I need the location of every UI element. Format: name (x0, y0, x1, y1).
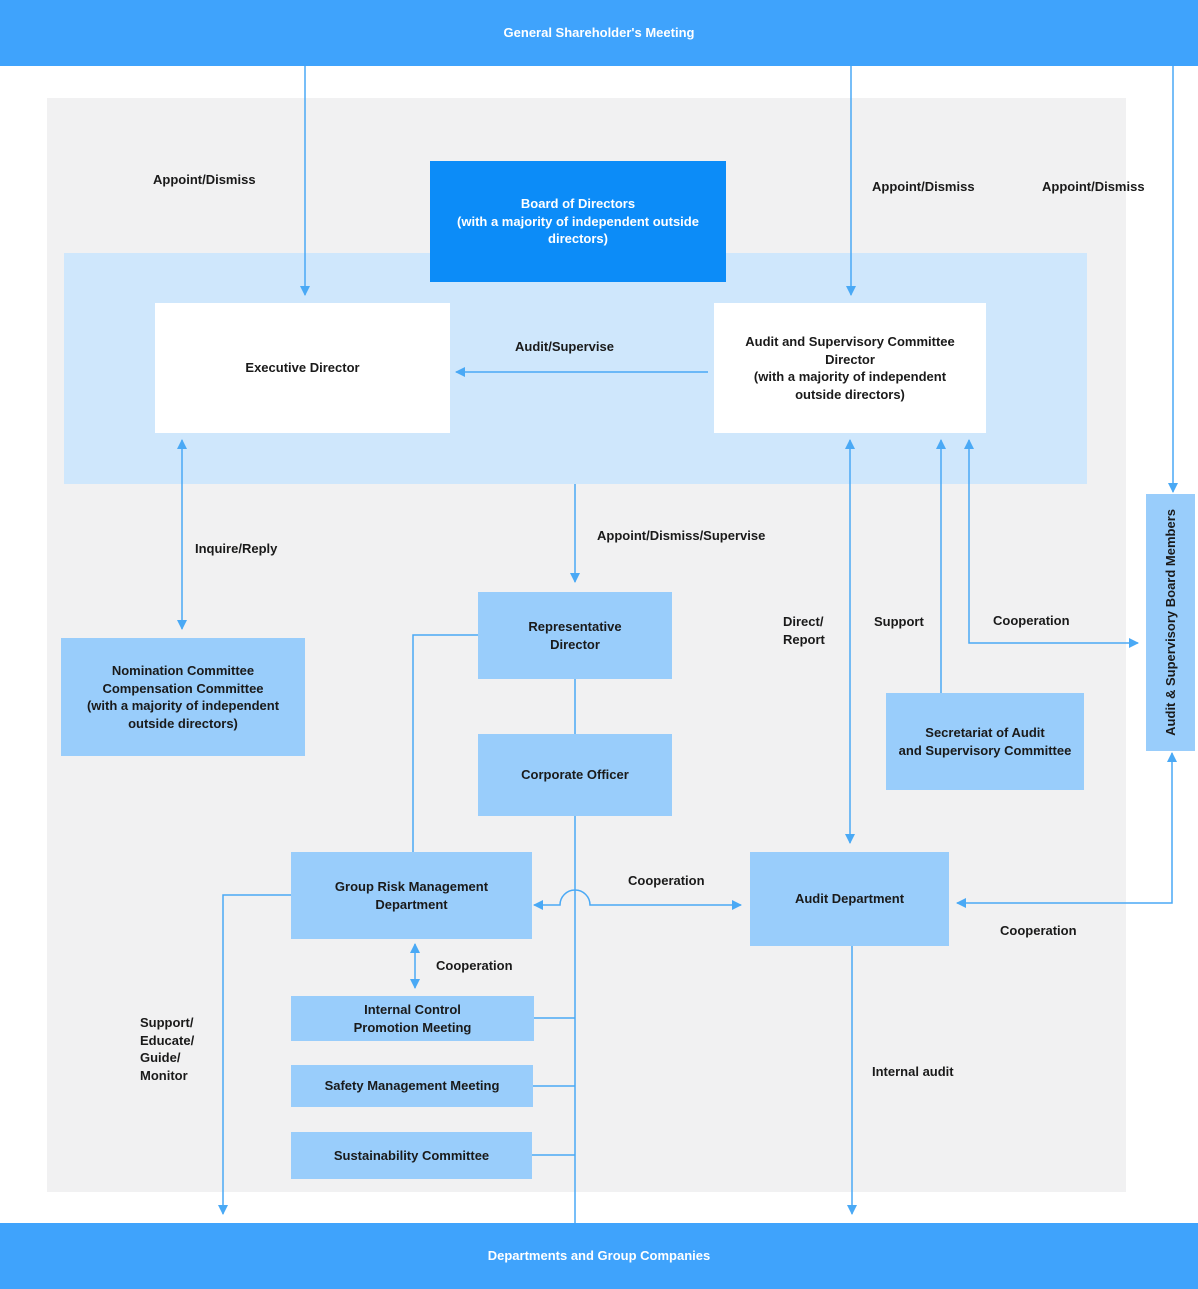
arrow-support-educate (218, 894, 291, 1215)
label-cooperation-audit-asb: Cooperation (1000, 923, 1077, 938)
corporate-officer: Corporate Officer (478, 734, 672, 816)
line-rep-to-group-risk (412, 634, 478, 852)
label-audit-supervise: Audit/Supervise (515, 339, 614, 354)
shareholders-meeting-banner: General Shareholder's Meeting (0, 0, 1198, 66)
arrow-cooperation-risk-audit (533, 889, 742, 910)
label-appoint-dismiss-mid: Appoint/Dismiss (872, 179, 975, 194)
label-cooperation-asb: Cooperation (993, 613, 1070, 628)
arrow-cooperation-asb (964, 439, 1139, 648)
asb-members-box: Audit & Supervisory Board Members (1146, 494, 1195, 751)
label-appoint-dismiss-supervise: Appoint/Dismiss/Supervise (597, 528, 766, 543)
label-support-educate: Support/ Educate/ Guide/ Monitor (140, 1015, 195, 1083)
label-appoint-dismiss-right: Appoint/Dismiss (1042, 179, 1145, 194)
board-of-directors: Board of Directors (with a majority of i… (430, 161, 726, 282)
label-cooperation-risk-ic: Cooperation (436, 958, 513, 973)
safety-management-meeting: Safety Management Meeting (291, 1065, 533, 1107)
representative-director: Representative Director (478, 592, 672, 679)
group-risk-management-department: Group Risk Management Department (291, 852, 532, 939)
arrow-cooperation-audit-asb (956, 752, 1177, 908)
label-internal-audit: Internal audit (872, 1064, 954, 1079)
departments-banner: Departments and Group Companies (0, 1223, 1198, 1289)
label-direct-report: Direct/ Report (783, 614, 825, 647)
audit-department: Audit Department (750, 852, 949, 946)
label-cooperation-risk-audit: Cooperation (628, 873, 705, 888)
sustainability-committee: Sustainability Committee (291, 1132, 532, 1179)
executive-director: Executive Director (155, 303, 450, 433)
label-support: Support (874, 614, 924, 629)
label-appoint-dismiss-left: Appoint/Dismiss (153, 172, 256, 187)
nomination-compensation-committee: Nomination Committee Compensation Commit… (61, 638, 305, 756)
label-inquire-reply: Inquire/Reply (195, 541, 278, 556)
audit-committee-director: Audit and Supervisory Committee Director… (714, 303, 986, 433)
internal-control-promotion-meeting: Internal Control Promotion Meeting (291, 996, 534, 1041)
